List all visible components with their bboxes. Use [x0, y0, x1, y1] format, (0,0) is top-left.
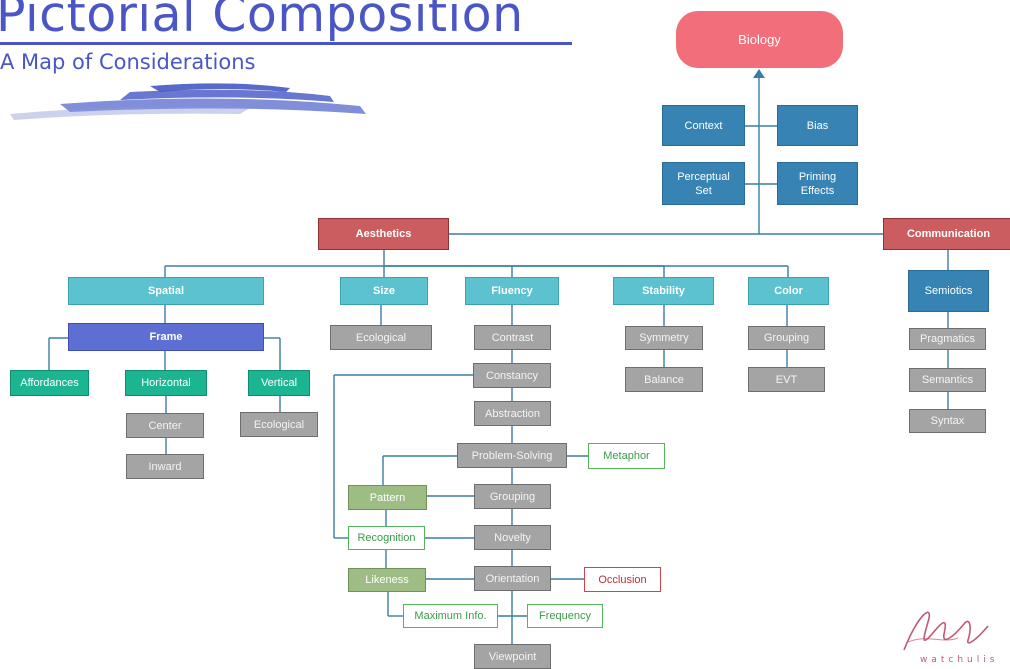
node-frequency: Frequency [527, 604, 603, 628]
node-grouping-color: Grouping [748, 326, 825, 350]
node-grouping-fluency: Grouping [474, 484, 551, 509]
node-spatial: Spatial [68, 277, 264, 305]
node-balance: Balance [625, 367, 703, 392]
node-maximum-info: Maximum Info. [403, 604, 498, 628]
node-occlusion: Occlusion [584, 567, 661, 592]
node-metaphor: Metaphor [588, 443, 665, 469]
node-likeness: Likeness [348, 568, 426, 592]
node-inward: Inward [126, 454, 204, 479]
node-abstraction: Abstraction [474, 401, 551, 426]
node-symmetry: Symmetry [625, 326, 703, 350]
node-pattern: Pattern [348, 485, 427, 510]
node-size: Size [340, 277, 428, 305]
node-pragmatics: Pragmatics [909, 328, 986, 350]
node-context: Context [662, 105, 745, 146]
node-ecological-frame: Ecological [240, 412, 318, 437]
node-horizontal: Horizontal [125, 370, 207, 396]
node-frame: Frame [68, 323, 264, 351]
node-communication: Communication [883, 218, 1010, 250]
node-novelty: Novelty [474, 525, 551, 550]
node-bias: Bias [777, 105, 858, 146]
node-biology: Biology [676, 11, 843, 68]
node-recognition: Recognition [348, 526, 425, 550]
node-semiotics: Semiotics [908, 270, 989, 312]
diagram-subtitle: A Map of Considerations [0, 50, 256, 74]
node-contrast: Contrast [474, 325, 551, 350]
node-affordances: Affordances [10, 370, 89, 396]
node-stability: Stability [613, 277, 714, 305]
signature-logo [903, 611, 989, 651]
node-perceptual-set: Perceptual Set [662, 162, 745, 205]
node-evt: EVT [748, 367, 825, 392]
title-underline [0, 42, 572, 45]
node-syntax: Syntax [909, 409, 986, 433]
node-center: Center [126, 413, 204, 438]
node-ecological-size: Ecological [330, 325, 432, 350]
node-fluency: Fluency [465, 277, 559, 305]
node-problem-solving: Problem-Solving [457, 443, 567, 468]
signature-text: watchulis [920, 655, 999, 665]
node-constancy: Constancy [473, 363, 551, 388]
node-color: Color [748, 277, 829, 305]
node-semantics: Semantics [909, 368, 986, 392]
node-priming-effects: Priming Effects [777, 162, 858, 205]
node-orientation: Orientation [474, 566, 551, 591]
brush-stroke-decoration [10, 83, 366, 120]
node-vertical: Vertical [248, 370, 310, 396]
node-aesthetics: Aesthetics [318, 218, 449, 250]
diagram-title: Pictorial Composition [0, 0, 524, 43]
node-viewpoint: Viewpoint [474, 644, 551, 669]
